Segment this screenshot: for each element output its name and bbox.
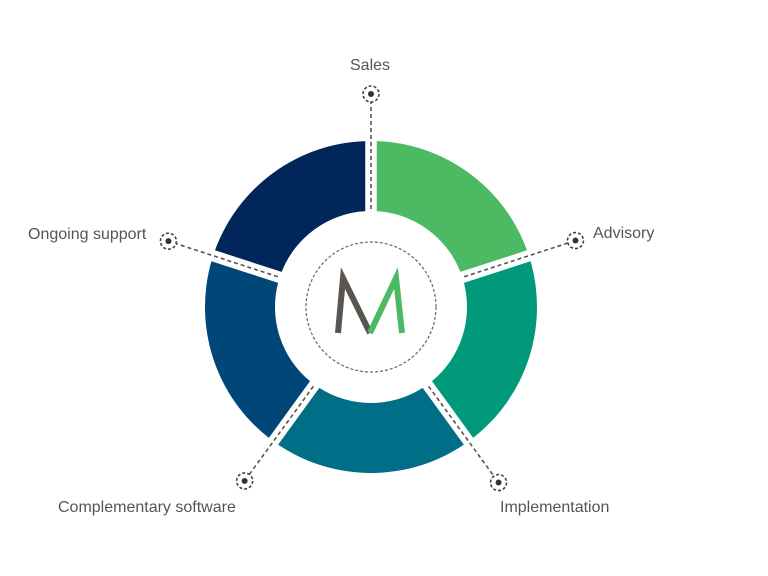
segment-ongoing-support (214, 141, 366, 272)
m-logo-icon (335, 267, 405, 335)
segment-implementation (278, 387, 464, 474)
label-ongoing-support: Ongoing support (28, 226, 147, 243)
target-marker-icon (566, 231, 585, 250)
label-sales: Sales (350, 57, 391, 74)
segment-ring (205, 141, 537, 474)
target-marker-icon (362, 85, 380, 103)
connector-lines (175, 102, 569, 477)
inner-dashed-circle (305, 241, 437, 373)
segment-complementary-software (205, 261, 311, 438)
target-markers (159, 85, 585, 492)
target-marker-icon (159, 232, 178, 250)
label-advisory: Advisory (593, 225, 655, 242)
connector-ongoing-support (175, 242, 279, 278)
target-marker-icon (235, 472, 254, 490)
label-complementary-software: Complementary software (58, 499, 236, 516)
segment-advisory (431, 261, 537, 438)
target-marker-icon (489, 473, 508, 492)
label-implementation: Implementation (500, 499, 610, 516)
connector-implementation (427, 385, 495, 477)
segment-sales (376, 141, 528, 272)
